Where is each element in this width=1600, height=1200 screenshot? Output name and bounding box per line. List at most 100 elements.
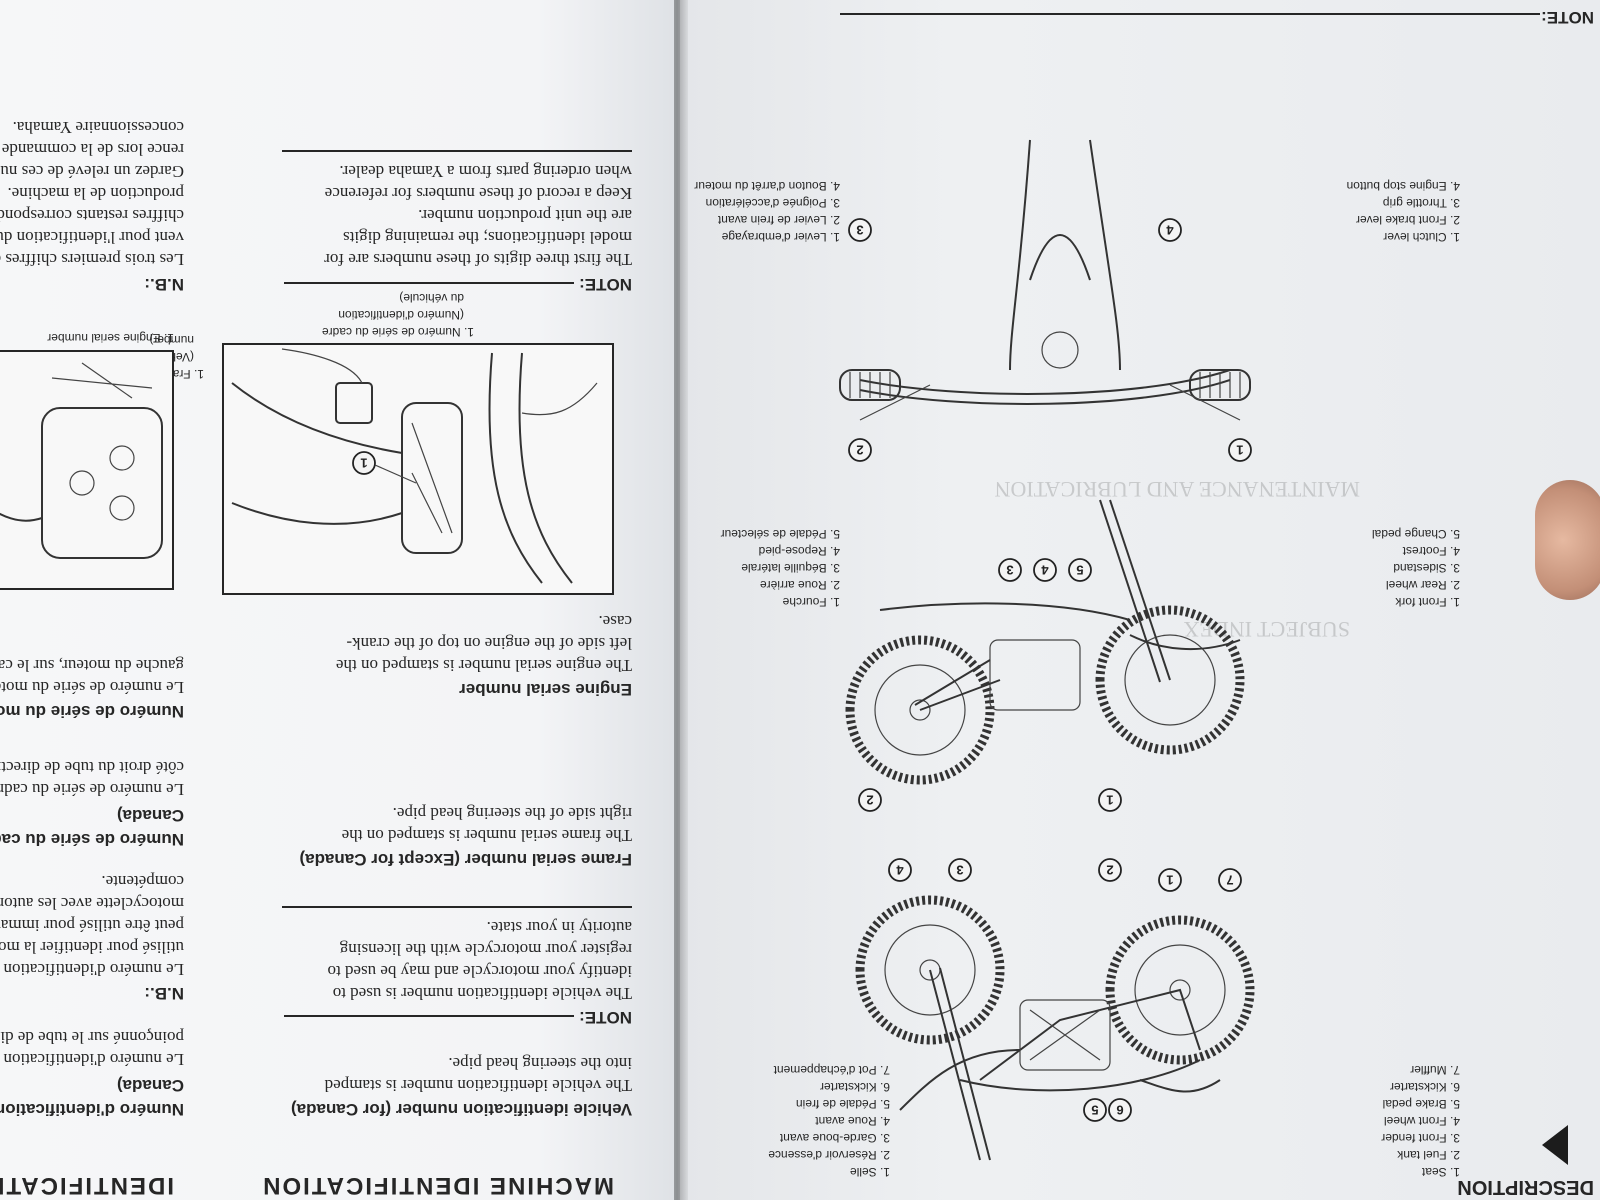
engine-serial-line: The engine serial number is stamped on t… [336, 656, 632, 675]
frame-serial-line: The frame serial number is stamped on th… [341, 826, 632, 845]
connector-block [335, 382, 373, 424]
fr-text-line: production de la machine. [7, 184, 184, 203]
fig1-callout: 3 [956, 863, 963, 878]
legend-item: 4. Footrest [1402, 544, 1460, 558]
fr-text-line: Le numéro de série du moteur est poinçon… [0, 678, 184, 697]
engine-note-line: when ordering parts from a Yamaha dealer… [339, 162, 632, 181]
note-rule [284, 282, 574, 284]
engine-note-line: Keep a record of these numbers for refer… [324, 184, 632, 203]
legend-item: 3. Front fender [1381, 1131, 1460, 1145]
fig2-motorcycle-drawing: 1 2 3 4 5 [845, 499, 1245, 812]
vin-note-line: The vehicle identification number is use… [332, 984, 632, 1003]
engine-note-line: The first three digits of these numbers … [324, 250, 632, 269]
fr-text-line: Les trois premiers chiffres de ces numér… [0, 250, 184, 269]
fig3-callout: 4 [1166, 223, 1174, 238]
front-fender [899, 1049, 1021, 1111]
fig1-callout: 6 [1116, 1103, 1123, 1118]
legend-item: 2. Front brake lever [1355, 213, 1460, 227]
fig3-handlebar-drawing: 1 2 3 4 [839, 139, 1252, 462]
description-page: DESCRIPTION NOTE: SUBJECT INDEX MAINTENA… [680, 0, 1600, 1200]
page-title: MACHINE IDENTIFICATION [261, 1172, 614, 1199]
fig1-callout: 5 [1091, 1103, 1098, 1118]
vin-heading: Vehicle identification number (for Canad… [291, 1100, 632, 1119]
engine-note-line: model identifications; the remaining dig… [343, 228, 632, 247]
frame-tube [518, 352, 573, 584]
legend-item: 5. Change pedal [1371, 527, 1460, 541]
seat-outline [959, 1059, 1201, 1092]
fr-engine-heading: Numéro de série du moteur [0, 702, 184, 721]
fr-text-line: peut être utilisé pour immatriculer la [0, 916, 184, 935]
fig1-callout: 1 [1166, 873, 1173, 888]
legend-item: 1. Seat [1421, 1165, 1460, 1179]
engine-note-line: are the unit production number. [418, 206, 632, 225]
description-header: DESCRIPTION [1457, 1176, 1594, 1198]
front-tire [1095, 605, 1245, 755]
fr-text-line: côté droit du tube de direction. [0, 758, 184, 777]
vin-note-line: autority in your state. [486, 918, 632, 937]
front-fork [1109, 499, 1171, 681]
legend-item: 1. Levier d'embrayage [721, 230, 840, 244]
legend-item: 4. Repose-pied [758, 544, 840, 558]
fig2-callout: 4 [1041, 563, 1049, 578]
fr-text-line: Le numéro d'identification du véhicule e… [0, 960, 184, 979]
swing-arm [914, 659, 1001, 711]
fr-note2-label: N.B.: [144, 275, 184, 294]
note-rule [282, 906, 632, 908]
legend-item: 2. Fuel tank [1397, 1148, 1460, 1162]
fig3-callout: 1 [1236, 443, 1243, 458]
legend-item: 2. Levier de frein avant [717, 213, 840, 227]
note-rule [284, 1015, 574, 1017]
fr-vin-heading: Canada) [116, 1076, 184, 1095]
fr-text-line: chiffres restants correspondent au numér… [0, 206, 184, 225]
identification-page: MACHINE IDENTIFICATION Vehicle identific… [0, 0, 674, 1200]
fig2-callout: 1 [1106, 793, 1113, 808]
legend-item: 2. Rear wheel [1385, 578, 1460, 592]
fig1-callout: 7 [1226, 873, 1233, 888]
fork-stem [1089, 139, 1121, 371]
thumb-holding-page [1535, 480, 1600, 600]
fr-text-line: utilisé pour identifier la motocyclette … [0, 938, 184, 957]
legend-item: 3. Béquille latérale [741, 561, 840, 575]
frame-serial-figure: 1 [222, 343, 614, 595]
frame-serial-line: right side of the steering head pipe. [392, 804, 632, 823]
fr-text-line: rence lors de la commande de pièces chez… [0, 140, 184, 159]
vin-text-line: into the steering head pipe. [448, 1054, 632, 1073]
fig3-callout: 2 [856, 443, 863, 458]
fig2-callout: 2 [866, 793, 873, 808]
front-tire [855, 895, 1005, 1045]
vin-note-label: NOTE: [579, 1008, 632, 1027]
fig1-callout: 2 [1106, 863, 1113, 878]
legend-item: 2. Roue arrière [759, 578, 840, 592]
fr-caption: 1. Engine serial number [47, 331, 174, 345]
french-title: IDENTIFICATION DE L'APPAREIL [0, 1172, 174, 1199]
legend-item: 4. Engine stop button [1346, 179, 1460, 193]
caption-line: du véhicule) [399, 291, 464, 305]
vin-text-line: The vehicle identification number is sta… [324, 1076, 632, 1095]
description-note-label: NOTE: [1541, 8, 1594, 27]
page-corner-tab [1542, 1125, 1568, 1165]
caption-line: 1. Numéro de série du cadre [321, 325, 474, 339]
engine-note-label: NOTE: [579, 275, 632, 294]
crankcase [41, 407, 163, 559]
fig1-callout: 4 [896, 863, 904, 878]
caption-line: (Numéro d'identification [338, 308, 464, 322]
steering-head-drawing: 1 [231, 348, 598, 584]
steering-head-pipe [401, 402, 463, 554]
note-rule [840, 13, 1540, 15]
engine-block [1019, 999, 1111, 1071]
legend-item: 7. Muffler [1410, 1063, 1460, 1077]
vin-note-line: register your motorcycle with the licens… [339, 940, 632, 959]
legend-item: 3. Sidestand [1393, 561, 1460, 575]
legend-item: 5. Pédale de sélecteur [720, 527, 840, 541]
legend-item: 1. Front fork [1395, 595, 1460, 609]
vin-note-line: identify your motorcycle and may be used… [327, 962, 633, 981]
frame-serial-heading: Frame serial number (Except for Canada) [299, 850, 632, 869]
fr-text-line: vent pour l'identification du modèle; le… [0, 228, 184, 247]
fr-frame-heading: Numéro de série du cadre (sauf pour le [0, 830, 184, 849]
frame-figure-callout: 1 [360, 456, 367, 471]
fr-text-line: Gardez un relevé de ces numéros pour réf… [0, 162, 184, 181]
legend-item: 5. Brake pedal [1382, 1097, 1460, 1111]
rear-tire [1105, 915, 1255, 1065]
fr-frame-heading: Canada) [116, 806, 184, 825]
